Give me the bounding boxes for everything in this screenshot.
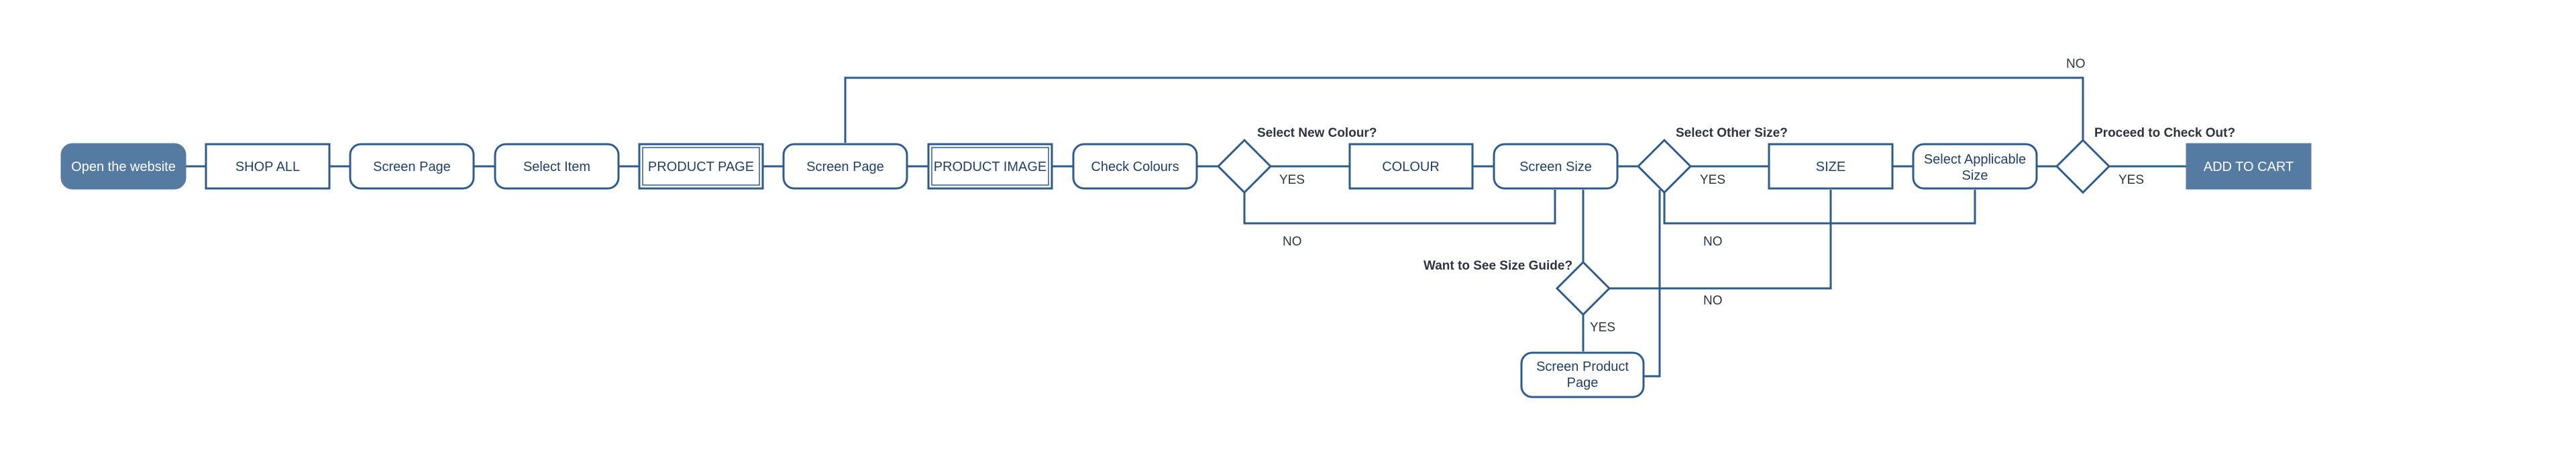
- node-screen-size[interactable]: Screen Size: [1493, 143, 1619, 190]
- label-guide-yes: YES: [1590, 321, 1615, 335]
- label-guide-no: NO: [1703, 294, 1723, 308]
- decision-other-size[interactable]: [1636, 138, 1693, 194]
- node-add-to-cart[interactable]: ADD TO CART: [2186, 143, 2312, 190]
- node-select-applicable-size-line1: Select Applicable: [1924, 152, 2026, 167]
- question-size-guide: Want to See Size Guide?: [1424, 259, 1572, 273]
- edge-colour-no-loop: [1243, 190, 1556, 225]
- connectors: [185, 76, 2187, 378]
- decision-check-out[interactable]: [2055, 138, 2111, 194]
- node-screen-product-page-line1: Screen Product: [1536, 359, 1629, 374]
- node-check-colours-label: Check Colours: [1091, 160, 1179, 174]
- node-select-applicable-size-line2: Size: [1962, 168, 1988, 183]
- edge-productpage-return: [1644, 190, 1661, 378]
- node-product-image-label: PRODUCT IMAGE: [934, 160, 1047, 174]
- node-open-website[interactable]: Open the website: [60, 143, 186, 190]
- node-colour-label: COLOUR: [1382, 160, 1440, 174]
- label-colour-no: NO: [1283, 235, 1302, 249]
- node-screen-size-label: Screen Size: [1519, 160, 1592, 174]
- question-other-size: Select Other Size?: [1676, 126, 1788, 140]
- node-product-image[interactable]: PRODUCT IMAGE: [927, 143, 1053, 190]
- label-colour-yes: YES: [1279, 173, 1305, 187]
- edge-checkout-no-loop: [844, 76, 2084, 143]
- label-checkout-no: NO: [2066, 57, 2086, 71]
- node-shop-all-label: SHOP ALL: [235, 160, 300, 174]
- node-screen-page-2[interactable]: Screen Page: [782, 143, 908, 190]
- label-size-yes: YES: [1700, 173, 1725, 187]
- node-screen-page-2-label: Screen Page: [806, 160, 884, 174]
- node-select-item-label: Select Item: [523, 160, 590, 174]
- node-check-colours[interactable]: Check Colours: [1072, 143, 1198, 190]
- node-open-website-label: Open the website: [71, 160, 176, 174]
- label-size-no: NO: [1703, 235, 1723, 249]
- node-select-applicable-size[interactable]: Select Applicable Size: [1912, 143, 2038, 190]
- decision-size-guide[interactable]: [1555, 260, 1611, 317]
- node-colour[interactable]: COLOUR: [1348, 143, 1474, 190]
- question-new-colour: Select New Colour?: [1257, 126, 1377, 140]
- node-screen-page-1-label: Screen Page: [373, 160, 451, 174]
- node-size[interactable]: SIZE: [1768, 143, 1894, 190]
- node-size-label: SIZE: [1816, 160, 1845, 174]
- node-screen-product-page-line2: Page: [1567, 376, 1599, 390]
- node-product-page-label: PRODUCT PAGE: [648, 160, 754, 174]
- node-add-to-cart-label: ADD TO CART: [2204, 160, 2294, 174]
- node-select-item[interactable]: Select Item: [494, 143, 620, 190]
- edge-size-no-loop: [1663, 190, 1976, 225]
- decision-new-colour[interactable]: [1216, 138, 1273, 194]
- node-screen-product-page[interactable]: Screen Product Page: [1520, 351, 1645, 398]
- label-checkout-yes: YES: [2118, 173, 2144, 187]
- node-product-page[interactable]: PRODUCT PAGE: [638, 143, 764, 190]
- node-shop-all[interactable]: SHOP ALL: [205, 143, 331, 190]
- question-check-out: Proceed to Check Out?: [2094, 126, 2235, 140]
- node-screen-page-1[interactable]: Screen Page: [349, 143, 475, 190]
